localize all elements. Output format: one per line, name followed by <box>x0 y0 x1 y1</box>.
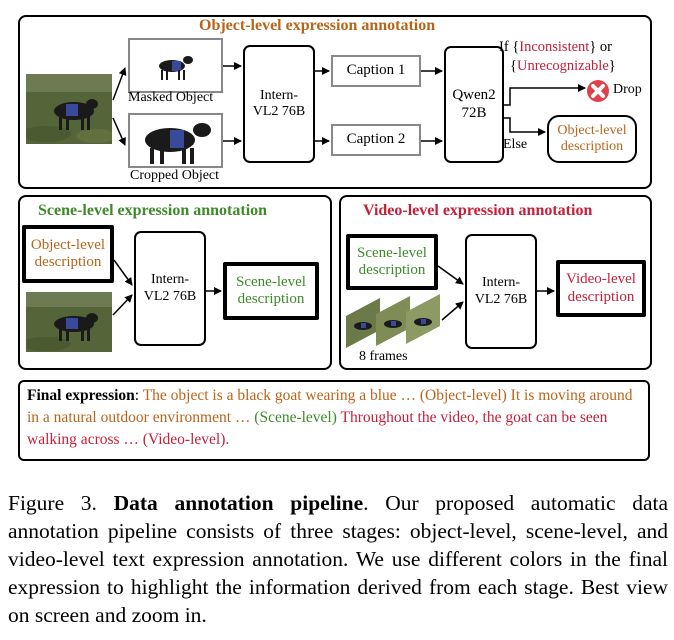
cropped-object-image <box>128 113 223 168</box>
object-level-panel <box>18 15 652 189</box>
video-level-output-box: Video-level description <box>556 260 646 317</box>
scene-internvl2-box: Intern-VL2 76B <box>134 231 206 346</box>
final-object-text: The object is a black goat wearing a blu… <box>27 387 633 426</box>
video-panel-title: Video-level expression annotation <box>363 202 593 219</box>
masked-object-label: Masked Object <box>128 90 214 105</box>
final-expression-label: Final expression <box>27 387 135 404</box>
drop-label: Drop <box>613 82 642 97</box>
condition-line-1: If {Inconsistent} or <box>499 39 612 55</box>
scene-panel-title: Scene-level expression annotation <box>38 202 268 219</box>
cropped-object-label: Cropped Object <box>130 168 220 183</box>
source-frame-image <box>26 74 112 144</box>
scene-source-frame-image <box>26 292 112 352</box>
caption-2-box: Caption 2 <box>331 124 421 156</box>
caption-1-box: Caption 1 <box>331 55 421 87</box>
final-expression-box: Final expression: The object is a black … <box>18 380 650 461</box>
figure-caption: Figure 3. Data annotation pipeline. Our … <box>8 491 669 627</box>
final-scene-text: (Scene-level) <box>250 409 337 426</box>
object-internvl2-box: Intern-VL2 76B <box>243 45 315 163</box>
masked-object-image <box>128 38 223 93</box>
video-internvl2-box: Intern-VL2 76B <box>465 234 537 349</box>
object-panel-title: Object-level expression annotation <box>199 17 436 34</box>
drop-x-icon <box>586 79 610 103</box>
video-frames-image <box>346 294 442 348</box>
scene-level-output-box: Scene-level description <box>223 262 319 320</box>
qwen2-box: Qwen2 72B <box>444 46 504 163</box>
final-video-text: Throughout the video, the goat can be se… <box>27 409 608 448</box>
condition-line-2: {Unrecognizable} <box>510 58 616 74</box>
scene-level-panel <box>18 195 332 370</box>
scene-input-object-description: Object-level description <box>22 225 114 283</box>
video-input-scene-description: Scene-level description <box>346 234 438 290</box>
else-label: Else <box>503 137 528 152</box>
object-level-output-box: Object-level description <box>547 115 637 163</box>
video-level-panel <box>339 195 652 370</box>
frames-label: 8 frames <box>359 349 408 364</box>
